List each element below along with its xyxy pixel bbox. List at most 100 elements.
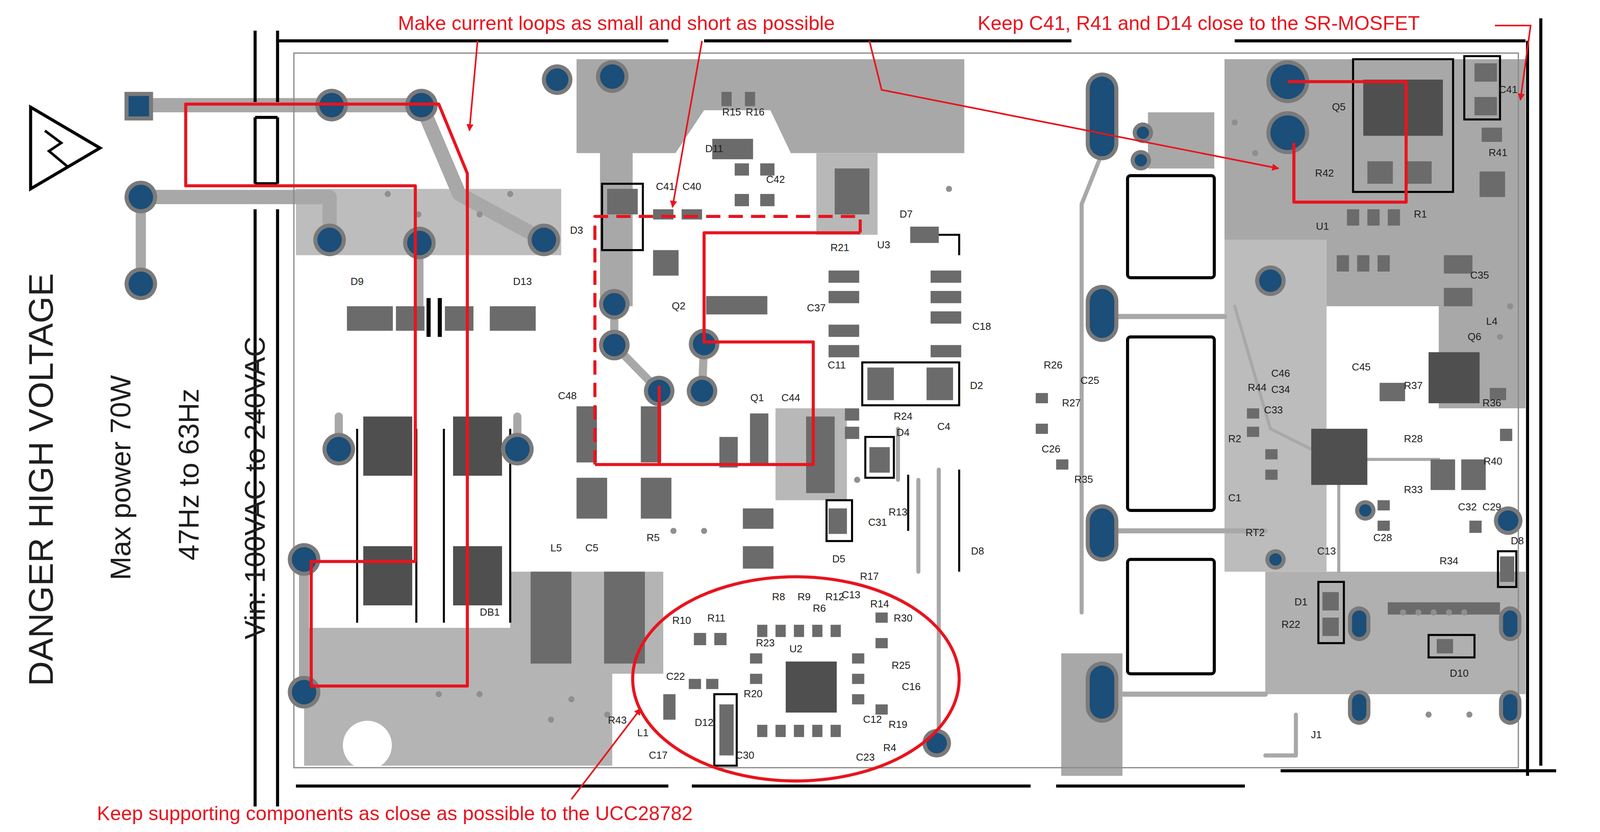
silkscreen-outline [1464,55,1501,120]
reference-designator: C41 [1498,83,1518,96]
reference-designator: R13 [888,506,908,519]
leader-line [869,40,1279,169]
pad-ring [1255,265,1286,296]
component-pad [363,416,413,476]
component-pad [852,673,865,684]
slotted-pad [1352,610,1367,637]
reference-designator: C12 [863,713,883,726]
pad-ring [686,375,718,407]
slotted-pad [1089,288,1115,338]
reference-designator: C4 [937,420,951,433]
through-hole-pad [546,68,569,92]
via [476,211,483,218]
component-pad [347,306,394,331]
reference-designator: R43 [607,714,627,727]
through-hole-pad [505,436,530,462]
reference-designator: R34 [1439,555,1459,568]
component-pad [693,632,707,645]
reference-designator: R8 [771,590,785,603]
component-pad [1428,352,1480,404]
copper-pour [1224,239,1327,572]
reference-designator: R1 [1414,208,1428,221]
component-pad [453,546,502,606]
reference-designator: C28 [1373,531,1392,544]
pad-ring [1085,72,1119,161]
reference-designator: J1 [1310,728,1322,741]
component-pad [1336,255,1350,272]
component-pad [663,693,676,720]
through-hole-pad [531,227,556,253]
through-hole-pad [317,227,342,253]
pad-ring [1130,150,1152,171]
reference-designator: R4 [883,741,897,754]
copper-pour [295,59,1526,776]
component-pad [875,704,888,715]
via [1507,302,1514,310]
reference-designator: R26 [1043,359,1063,372]
component-pad [930,270,962,283]
copper-trace [140,196,330,240]
component-pad [1347,209,1360,226]
component-pad [1035,423,1049,434]
component-pad [775,724,786,737]
reference-designator: D13 [512,275,532,288]
reference-designator: D4 [896,426,910,439]
pad-ring [1085,504,1119,562]
reference-designator: U3 [877,239,891,251]
reference-designator: L4 [1486,315,1498,328]
copper-trace [140,105,1439,756]
reference-designator: D9 [350,275,364,288]
via [854,476,861,484]
through-hole-pad [326,436,352,462]
copper-pour [576,59,965,307]
silkscreen-outline [908,234,959,572]
reference-designator: C22 [666,670,686,683]
copper-trace [1234,306,1312,450]
warning-text: DANGER HIGH VOLTAGE [20,273,61,686]
hv-warning-logo [30,107,101,189]
pad-ring [501,432,534,466]
component-pad [793,624,805,637]
pad-ring [1499,606,1522,642]
pad-ring [1499,689,1522,725]
reference-designator: C37 [806,302,826,315]
component-pad [930,344,962,357]
copper-pour [775,408,847,500]
reference-designator: R12 [825,590,845,603]
component-pad [926,367,954,400]
copper-pour [1061,653,1123,776]
reference-designator: RT2 [1245,526,1265,539]
component-pad [1461,459,1486,491]
silkscreen-text: Max power 70W [104,375,137,580]
current-loop [594,232,861,465]
reference-designator: R40 [1483,455,1503,468]
component-pad [688,678,701,689]
pad-ring [1347,689,1371,725]
through-hole-pad [1269,553,1282,566]
reference-designator: L5 [550,542,562,554]
reference-designator: C31 [867,516,887,529]
reference-designator: DB1 [479,606,500,619]
reference-designator: R24 [893,410,913,423]
reference-designator: D2 [970,379,984,392]
component-pad [653,250,679,276]
component-pad [1474,96,1497,116]
component-pad [867,367,894,400]
reference-designator: R6 [812,602,826,615]
callout-note: Keep C41, R41 and D14 close to the SR-MO… [977,12,1420,36]
component-pad [653,209,674,220]
component-pad [1387,209,1400,226]
copper-trace [299,559,310,692]
component-pad [640,477,672,519]
reference-designator: C45 [1351,361,1371,374]
board-edge [277,39,1526,43]
reference-designator: Q1 [750,392,764,404]
through-hole-pad [128,95,149,117]
reference-designator: D11 [705,143,724,155]
reference-designator: D10 [1449,667,1469,680]
component-pad [830,624,841,637]
reference-designator: C32 [1457,501,1477,513]
via [476,691,483,698]
component-pad [1377,255,1390,272]
component-pad [1246,426,1260,437]
